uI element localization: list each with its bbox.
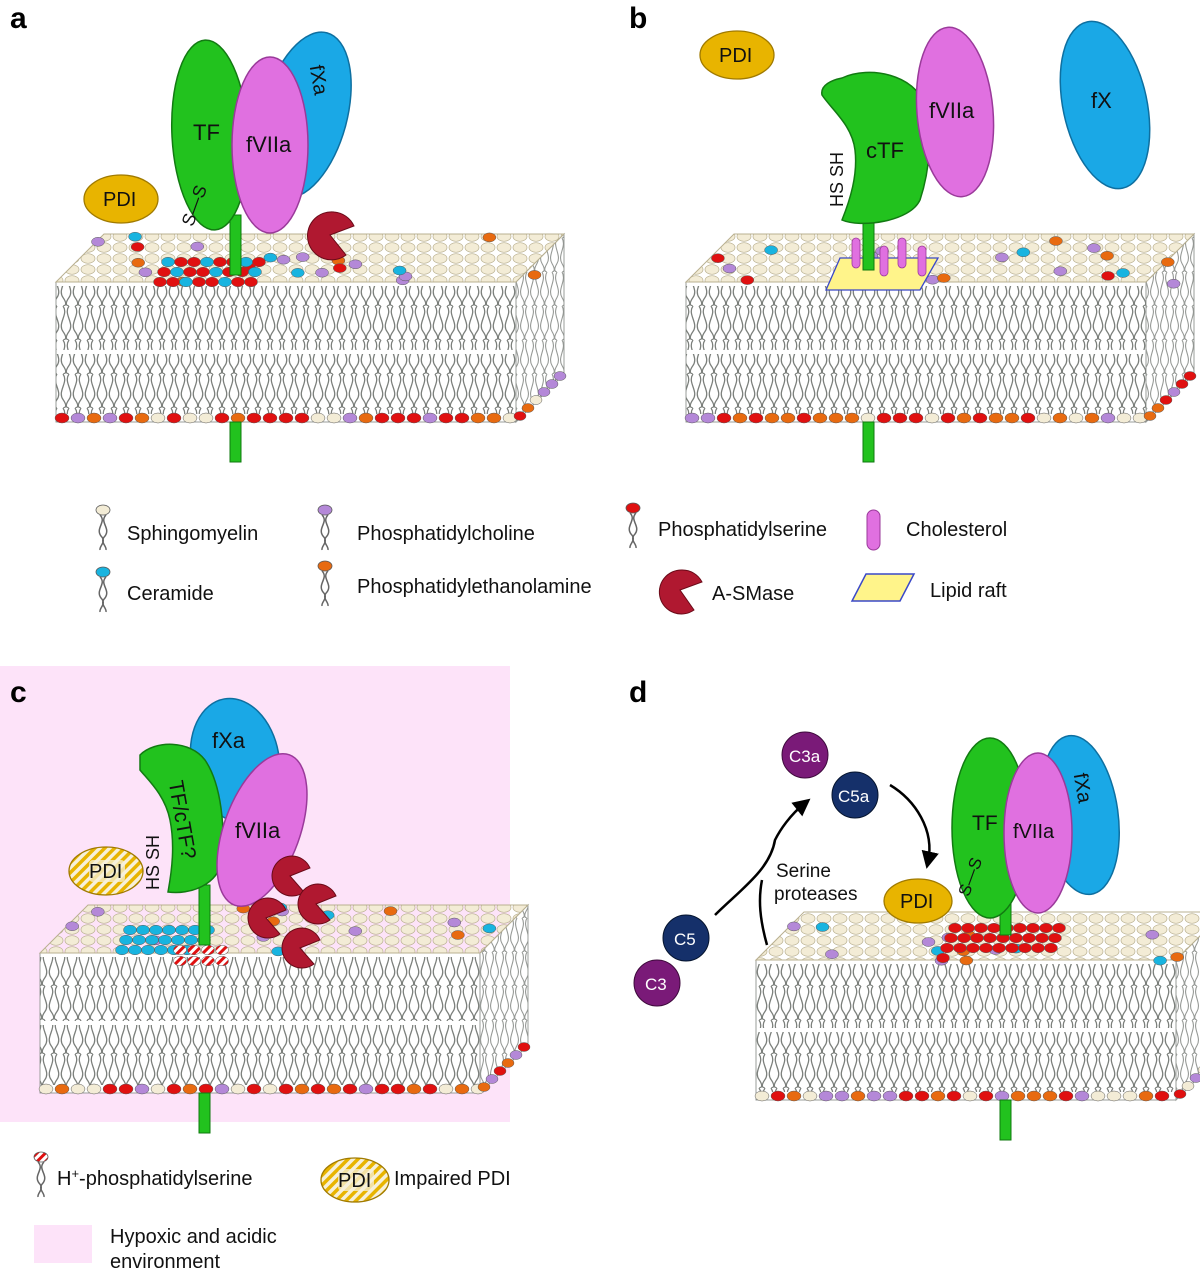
thiols-c: HS SH xyxy=(143,835,163,890)
impaired-pdi-badge: PDI xyxy=(338,1170,371,1192)
panel-letter-a: a xyxy=(10,2,27,35)
legend-h-phosphatidylserine: H+-phosphatidylserine xyxy=(57,1166,252,1191)
asmase-icon xyxy=(658,569,703,615)
pdi-label-d: PDI xyxy=(900,891,933,913)
panel-letter-c: c xyxy=(10,676,27,709)
legend-asmase: A-SMase xyxy=(712,583,794,605)
fx-protein-b xyxy=(1059,20,1151,190)
serine-label-1: Serine xyxy=(776,861,831,882)
serine-label-2: proteases xyxy=(774,884,857,905)
fxa-label-c: fXa xyxy=(212,728,246,753)
legend-ceramide: Ceramide xyxy=(127,583,214,605)
phosphatidylethanolamine-icon xyxy=(317,560,333,607)
membrane-d xyxy=(754,911,1200,1141)
cleavage-arrow xyxy=(714,798,811,916)
tf-stalk-c xyxy=(198,884,211,946)
fviia-protein-a xyxy=(231,56,309,234)
panel-d-proteins: C3a C5a C5 C3 Serine proteases TF fVIIa … xyxy=(633,731,1120,1007)
asmase-c2 xyxy=(297,883,337,925)
panel-c-proteins: TF/cTF? fXa fVIIa HS SH PDI xyxy=(68,697,337,969)
pdi-label-b: PDI xyxy=(719,45,752,67)
legend-hypoxic-2: environment xyxy=(110,1251,221,1270)
panel-letter-d: d xyxy=(629,676,647,709)
phosphatidylcholine-icon xyxy=(317,504,333,551)
c5a-ball xyxy=(831,771,879,819)
activation-arrow xyxy=(889,783,939,869)
hypoxic-swatch xyxy=(34,1225,92,1263)
c5-ball xyxy=(662,914,710,962)
fviia-protein-b xyxy=(915,26,995,198)
cholesterol-icon xyxy=(866,509,881,551)
fviia-label-c: fVIIa xyxy=(235,818,281,843)
fx-label-b: fX xyxy=(1091,88,1112,113)
c5-label: C5 xyxy=(674,930,696,949)
tf-label-a: TF xyxy=(193,120,220,145)
panel-a-proteins: TF fVIIa fXa PDI S—S xyxy=(83,31,355,276)
thiols-b: HS SH xyxy=(827,152,847,207)
tfctf-protein-c xyxy=(139,743,224,894)
c3-ball xyxy=(633,959,681,1007)
legend-lipid-raft: Lipid raft xyxy=(930,580,1007,602)
legend-impaired-pdi: Impaired PDI xyxy=(394,1168,511,1190)
membrane-b xyxy=(684,232,1197,463)
membrane-c xyxy=(38,902,531,1134)
ceramide-icon xyxy=(95,566,111,613)
legend-hypoxic-1: Hypoxic and acidic xyxy=(110,1226,277,1248)
pdi-b xyxy=(699,30,775,80)
legend-phosphatidylethanolamine: Phosphatidylethanolamine xyxy=(357,576,592,598)
legend-cholesterol: Cholesterol xyxy=(906,519,1007,541)
panel-b-proteins: PDI fX cTF fVIIa HS SH xyxy=(699,20,1151,271)
pdi-a xyxy=(83,174,159,224)
legend-bottom: H+-phosphatidylserine PDI Impaired PDI H… xyxy=(33,1151,511,1270)
pdi-label-c: PDI xyxy=(89,861,122,883)
phosphatidylserine-icon xyxy=(625,502,641,549)
c5a-label: C5a xyxy=(838,787,870,806)
c3a-label: C3a xyxy=(789,747,821,766)
asmase-c4 xyxy=(281,927,321,969)
h-phosphatidylserine-icon xyxy=(33,1151,49,1198)
c3-label: C3 xyxy=(645,975,667,994)
asmase-c3 xyxy=(247,897,287,939)
panel-letter-b: b xyxy=(629,2,647,35)
fxa-label-d: fXa xyxy=(1069,771,1096,805)
legend-top: Sphingomyelin Phosphatidylcholine Phosph… xyxy=(95,502,1007,615)
pdi-d xyxy=(883,878,953,924)
c3a-ball xyxy=(781,731,829,779)
fviia-label-b: fVIIa xyxy=(929,98,975,123)
fviia-label-d: fVIIa xyxy=(1013,821,1055,843)
tf-stalk-a xyxy=(229,214,242,276)
legend-sphingomyelin: Sphingomyelin xyxy=(127,523,258,545)
legend-phosphatidylcholine: Phosphatidylcholine xyxy=(357,523,535,545)
sphingomyelin-icon xyxy=(95,504,111,551)
cleavage-branch xyxy=(758,879,769,946)
tf-label-d: TF xyxy=(972,812,998,835)
asmase-a xyxy=(307,211,355,261)
fviia-label-a: fVIIa xyxy=(246,132,292,157)
pdi-label-a: PDI xyxy=(103,189,136,211)
lipid-raft-icon xyxy=(850,573,916,602)
legend-phosphatidylserine: Phosphatidylserine xyxy=(658,519,827,541)
ctf-label-b: cTF xyxy=(866,138,904,163)
fviia-protein-d xyxy=(1003,752,1073,914)
membrane-a xyxy=(54,231,567,463)
fxa-label-a: fXa xyxy=(305,63,332,97)
asmase-c1 xyxy=(271,855,311,897)
